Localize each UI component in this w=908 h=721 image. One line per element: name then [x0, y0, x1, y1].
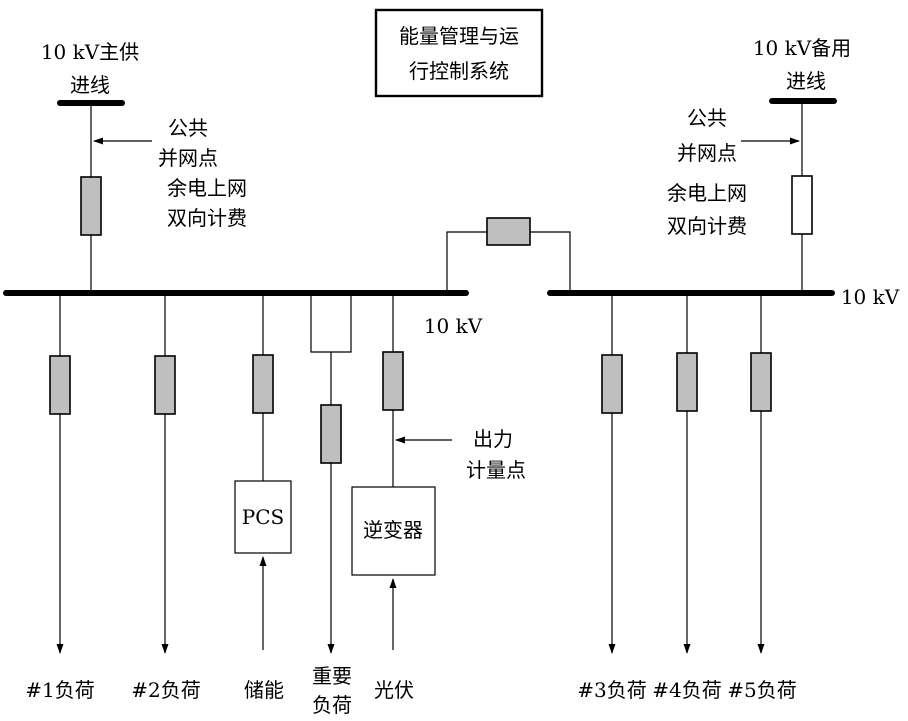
load-5-label: #5负荷 [727, 678, 796, 702]
right-pcc-line2: 并网点 [677, 141, 737, 165]
load-3-switch [601, 354, 623, 414]
right-pcc-line1: 公共 [687, 106, 727, 130]
pv-switch [382, 351, 404, 411]
backup-feeder-label-line2: 进线 [786, 69, 826, 93]
storage-switch [252, 354, 274, 414]
inverter-box [351, 486, 436, 576]
backup-feeder: 10 kV备用 进线 [753, 36, 851, 293]
storage-label: 储能 [244, 678, 284, 702]
right-bus-voltage-label: 10 kV [841, 285, 900, 309]
important-load-switch [320, 404, 342, 464]
load-5-switch [750, 352, 772, 412]
load-4-label: #4负荷 [652, 678, 721, 702]
ems-title-line2: 行控制系统 [409, 59, 509, 83]
load-2-label: #2负荷 [131, 678, 200, 702]
backup-feeder-switch [791, 175, 813, 235]
load-3-label: #3负荷 [577, 678, 646, 702]
left-bus-voltage-label: 10 kV [424, 314, 483, 338]
load-2-branch [154, 293, 176, 654]
load-4-branch [676, 293, 698, 654]
important-load-branch [310, 293, 352, 654]
output-meter-line2: 计量点 [466, 458, 526, 482]
pv-label: 光伏 [374, 678, 414, 702]
right-pcc-line3: 余电上网 [667, 181, 747, 205]
inverter-label: 逆变器 [363, 518, 423, 542]
pcs-label: PCS [242, 505, 284, 529]
left-pcc-line4: 双向计费 [167, 206, 247, 230]
important-load-tap [310, 293, 352, 353]
pcs-box [234, 480, 292, 554]
pv-branch: 逆变器 出力 计量点 [351, 293, 526, 650]
bus-tie [446, 217, 571, 293]
load-4-switch [676, 352, 698, 412]
load-3-branch [601, 293, 623, 654]
main-feeder: 10 kV主供 进线 [41, 40, 139, 293]
load-5-branch [750, 293, 772, 654]
left-pcc-line3: 余电上网 [167, 176, 247, 200]
storage-branch: PCS [234, 293, 292, 650]
load-1-label: #1负荷 [25, 678, 94, 702]
load-1-switch [49, 355, 71, 415]
important-load-label-line1: 重要 [312, 664, 352, 688]
important-load-label-line2: 负荷 [312, 693, 352, 717]
left-pcc-line1: 公共 [168, 116, 208, 140]
right-pcc-line4: 双向计费 [667, 214, 747, 238]
main-feeder-label-line2: 进线 [70, 73, 110, 97]
backup-feeder-label-line1: 10 kV备用 [753, 36, 851, 60]
bus-tie-switch [486, 217, 531, 246]
main-feeder-label-line1: 10 kV主供 [41, 40, 139, 64]
main-feeder-switch [80, 176, 102, 236]
left-pcc-annotation: 公共 并网点 余电上网 双向计费 [93, 116, 247, 230]
ems-title-box: 能量管理与运 行控制系统 [374, 8, 544, 98]
left-pcc-line2: 并网点 [158, 146, 218, 170]
load-2-switch [154, 355, 176, 415]
output-meter-line1: 出力 [473, 427, 513, 451]
right-pcc-annotation: 公共 并网点 余电上网 双向计费 [667, 106, 800, 238]
ems-title-line1: 能量管理与运 [399, 24, 519, 48]
load-1-branch [49, 293, 71, 654]
